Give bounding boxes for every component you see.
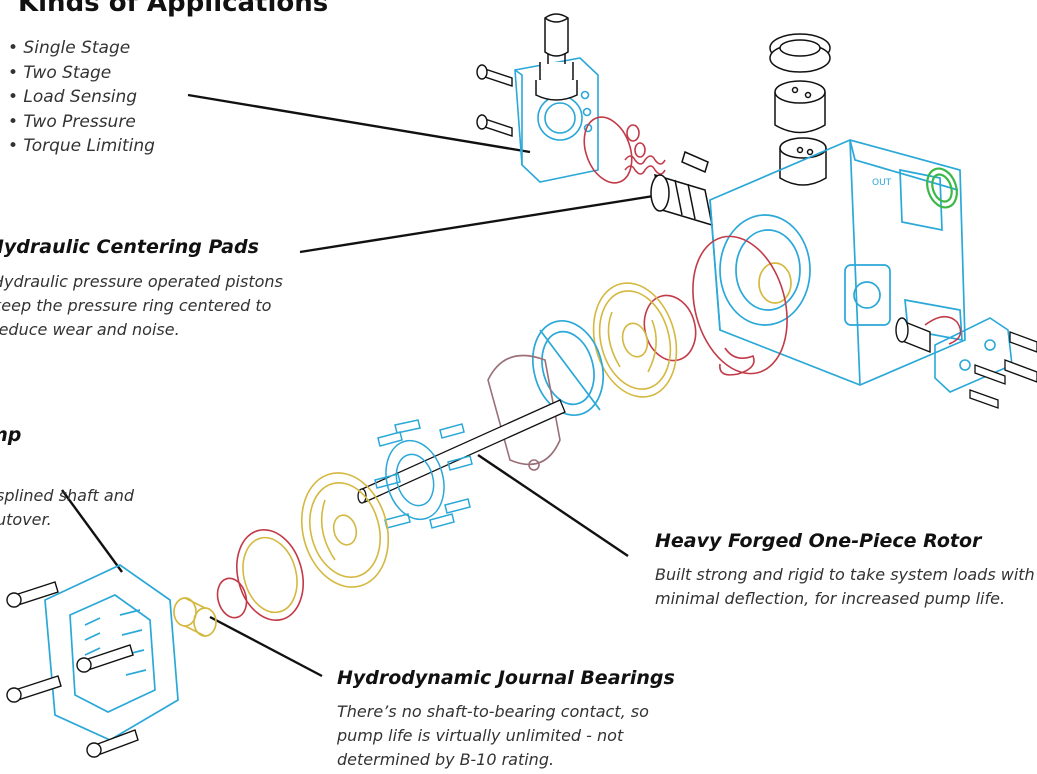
top-cap-stack	[769, 33, 831, 186]
centering-pads-description: Hydraulic pressure operated pistons keep…	[0, 270, 283, 342]
left-plate-seals	[216, 529, 304, 621]
shaft-cover-description: splined shaft and utover.	[0, 484, 134, 532]
application-item: • Torque Limiting	[8, 136, 155, 156]
centering-pads-line: Hydraulic pressure operated pistons	[0, 272, 283, 291]
bearings-heading: Hydrodynamic Journal Bearings	[337, 667, 675, 689]
side-cover-seal	[924, 316, 962, 345]
leader-applications	[187, 93, 531, 154]
centering-pads-heading: Hydraulic Centering Pads	[0, 236, 259, 258]
port-plate-left	[300, 472, 390, 588]
valve-adjuster	[535, 13, 578, 101]
bearings-line: determined by B-10 rating.	[337, 750, 555, 769]
svg-text:OUT: OUT	[872, 178, 892, 188]
application-item: • Load Sensing	[8, 87, 138, 107]
applications-title: Kinds of Applications	[18, 0, 329, 18]
rotor-shaft	[357, 399, 566, 504]
housing-seals	[643, 235, 788, 376]
bearings-description: There’s no shaft-to-bearing contact, so …	[337, 700, 649, 772]
rotor-line: minimal deflection, for increased pump l…	[655, 589, 1006, 608]
bearings-line: pump life is virtually unlimited - not	[337, 726, 624, 745]
application-item: • Two Stage	[8, 62, 112, 83]
leader-centering-pads	[299, 193, 661, 254]
rotor-vanes	[374, 419, 473, 529]
applications-list: • Single Stage • Two Stage • Load Sensin…	[8, 36, 155, 159]
pressure-ring	[487, 354, 561, 471]
leader-bearings	[209, 615, 323, 678]
application-item: • Two Pressure	[8, 111, 136, 132]
leader-lines	[61, 93, 661, 678]
journal-bearing	[173, 597, 217, 637]
leader-rotor	[477, 454, 629, 557]
valve-bolts	[476, 64, 513, 137]
centering-pads-line: reduce wear and noise.	[0, 320, 180, 339]
rotor-line: Built strong and rigid to take system lo…	[655, 565, 1035, 584]
application-item: • Single Stage	[8, 38, 131, 58]
green-seal	[926, 167, 958, 209]
side-cover-plug	[895, 317, 931, 354]
cam-ring	[532, 319, 604, 417]
port-plate-right	[592, 282, 678, 398]
compensator-spool	[650, 150, 713, 227]
valve-seals	[583, 116, 666, 184]
shaft-cover-line: splined shaft and	[0, 486, 134, 505]
rotor-description: Built strong and rigid to take system lo…	[655, 563, 1035, 611]
cover-bolts	[6, 581, 139, 758]
rotor-heading: Heavy Forged One-Piece Rotor	[655, 530, 982, 552]
leader-shaft-cover	[61, 489, 123, 573]
shaft-cover-line: utover.	[0, 510, 52, 529]
centering-pads-line: keep the pressure ring centered to	[0, 296, 272, 315]
side-cover-bolts	[969, 331, 1037, 409]
shaft-cover-heading: mp	[0, 424, 22, 446]
bearings-line: There’s no shaft-to-bearing contact, so	[337, 702, 649, 721]
pump-housing: OUT	[709, 139, 966, 386]
shaft-end-cover	[44, 564, 179, 741]
